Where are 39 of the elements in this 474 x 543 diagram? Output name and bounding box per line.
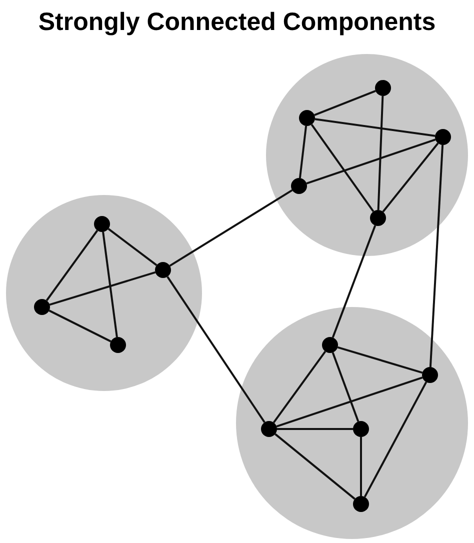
vertex-dot — [370, 210, 386, 226]
edge-line — [169, 189, 293, 267]
edge-line — [276, 376, 423, 428]
edge-line — [46, 230, 98, 302]
edge-line — [48, 310, 112, 342]
edge-line — [364, 382, 428, 498]
edge-line — [166, 276, 266, 423]
edge-line — [298, 126, 308, 178]
vertex-dot — [422, 367, 438, 383]
vertex-dot — [94, 216, 110, 232]
edge-line — [310, 124, 374, 212]
vertex-dot — [110, 337, 126, 353]
vertex-dot — [375, 80, 391, 96]
vertex-dot — [353, 496, 369, 512]
edge-line — [314, 90, 376, 116]
edge-line — [272, 350, 326, 424]
vertex-dot — [435, 129, 451, 145]
vertex-dot — [34, 299, 50, 315]
title: Strongly Connected Components — [37, 8, 437, 37]
edge-line — [102, 232, 118, 338]
edge-line — [337, 346, 423, 374]
edge-line — [306, 138, 436, 184]
edge-line — [382, 142, 439, 212]
edge-line — [49, 271, 156, 306]
vertex-dot — [261, 421, 277, 437]
edge-line — [360, 437, 362, 496]
vertex-dot — [299, 110, 315, 126]
edge-line — [332, 352, 360, 422]
edge-line — [429, 144, 444, 368]
vertex-dot — [291, 178, 307, 194]
vertex-dot — [322, 337, 338, 353]
edge-line — [377, 96, 384, 210]
edge-line — [277, 428, 353, 430]
vertex-dot — [353, 421, 369, 437]
edge-line — [332, 225, 376, 338]
vertex-dot — [155, 262, 171, 278]
edge-line — [108, 228, 158, 266]
edge-line — [274, 433, 356, 500]
edge-line — [314, 118, 436, 137]
